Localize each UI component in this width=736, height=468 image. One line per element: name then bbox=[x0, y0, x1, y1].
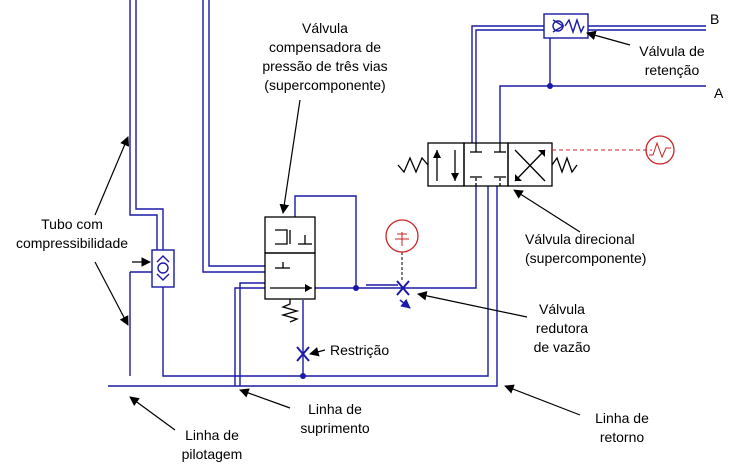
flow-reducer-label-line2: redutora bbox=[536, 320, 588, 336]
pressure-valve-label-line2: compensadora de bbox=[269, 39, 381, 55]
pipe-network bbox=[108, 0, 706, 386]
check-valve-label-line1: Válvula de bbox=[639, 43, 705, 59]
junction-dot bbox=[353, 285, 359, 291]
return-line-label-line1: Linha de bbox=[595, 410, 649, 426]
pressure-feed-pipe-inner bbox=[209, 0, 265, 266]
pressure-feed-pipe-outer bbox=[203, 0, 265, 272]
tube-pointer-down bbox=[95, 262, 128, 325]
flow-reducer-symbol bbox=[386, 220, 418, 308]
restriction-label: Restrição bbox=[330, 342, 389, 358]
pressure-valve-label-line4: (supercomponente) bbox=[264, 77, 385, 93]
tube-label-line2: compressibilidade bbox=[16, 235, 128, 251]
compressible-tube-pipe-inner bbox=[136, 0, 163, 250]
port-a-pipe bbox=[500, 86, 706, 143]
junction-dots bbox=[300, 83, 553, 379]
tube-label-line1: Tubo com bbox=[41, 216, 103, 232]
shuttle-valve-symbol bbox=[152, 250, 174, 287]
pilot-line-pointer bbox=[130, 397, 175, 430]
flow-reducer-label-line1: Válvula bbox=[539, 301, 585, 317]
supply-line-label-line2: suprimento bbox=[300, 420, 369, 436]
port-b-pipe-inner bbox=[472, 26, 544, 143]
supply-line-label-line1: Linha de bbox=[308, 401, 362, 417]
supply-line-pointer bbox=[240, 390, 290, 408]
flow-reducer-label-line3: de vazão bbox=[534, 339, 591, 355]
pilot-line-label-line2: pilotagem bbox=[182, 446, 243, 462]
directional-valve-pointer bbox=[514, 190, 580, 232]
directional-valve-symbol bbox=[398, 136, 674, 186]
compensator-pilot-pipe bbox=[295, 196, 356, 288]
port-b-label: B bbox=[710, 11, 719, 27]
compressible-tube-pipe-outer bbox=[130, 0, 157, 250]
check-valve-symbol bbox=[544, 14, 588, 38]
junction-dot bbox=[300, 373, 306, 379]
labels: Válvula compensadora de pressão de três … bbox=[16, 11, 724, 462]
tube-pointer-up bbox=[95, 137, 128, 215]
junction-dot bbox=[547, 83, 553, 89]
pressure-valve-label-line1: Válvula bbox=[302, 20, 348, 36]
reducer-to-valve-pipe bbox=[402, 186, 476, 288]
compensator-valve-symbol bbox=[265, 217, 315, 322]
lower-loop-pipe bbox=[163, 186, 488, 376]
restriction-pointer bbox=[310, 350, 325, 354]
check-valve-pointer bbox=[587, 33, 630, 45]
port-a-label: A bbox=[714, 85, 724, 101]
return-line-pointer bbox=[505, 386, 580, 415]
flow-reducer-pointer bbox=[418, 294, 527, 317]
check-valve-label-line2: retenção bbox=[645, 62, 700, 78]
return-line-label-line2: retorno bbox=[600, 429, 645, 445]
pressure-valve-label-line3: pressão de três vias bbox=[262, 58, 387, 74]
directional-valve-label-line1: Válvula direcional bbox=[525, 231, 635, 247]
supply-line-pipe-inner bbox=[240, 283, 265, 386]
pilot-line-label-line1: Linha de bbox=[185, 427, 239, 443]
directional-valve-label-line2: (supercomponente) bbox=[525, 250, 646, 266]
